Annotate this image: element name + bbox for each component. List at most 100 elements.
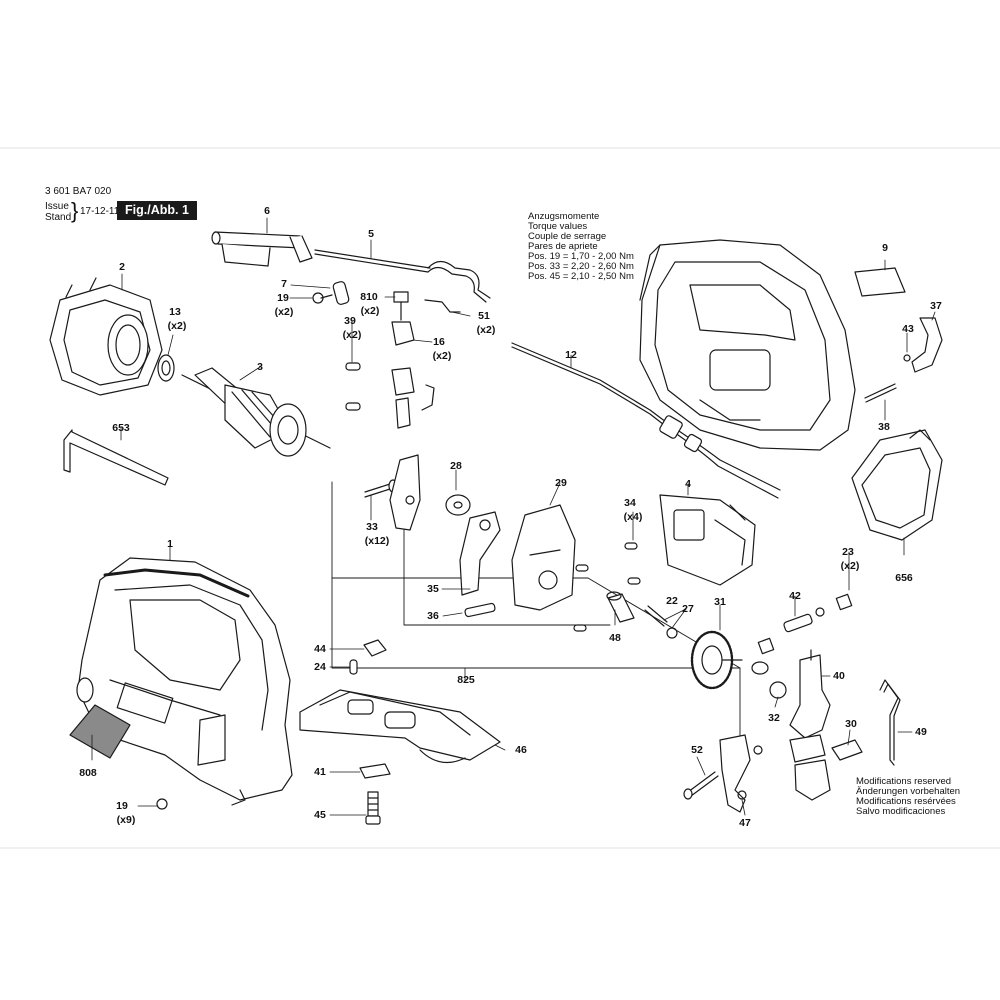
part-52-screw xyxy=(683,771,719,800)
leader-lines xyxy=(91,217,936,816)
part-42-roller xyxy=(757,593,853,655)
part-label-38: 38 xyxy=(878,421,890,433)
figure-badge: Fig./Abb. 1 xyxy=(117,201,197,220)
part-label-19-bottom: 19 xyxy=(116,800,128,812)
part-label-51: 51 xyxy=(478,310,490,322)
part-label-12: 12 xyxy=(565,349,577,361)
part-label-31: 31 xyxy=(714,596,726,608)
part-label-9: 9 xyxy=(882,242,888,254)
part-44-clamp-block xyxy=(363,639,387,657)
part-label-656: 656 xyxy=(895,572,913,584)
part-label-13-qty: (x2) xyxy=(167,320,187,332)
torque-note-line: Pares de apriete xyxy=(528,241,598,252)
part-label-13: 13 xyxy=(169,306,181,318)
doc-number: 3 601 BA7 020 xyxy=(45,186,112,197)
part-label-16-qty: (x2) xyxy=(432,350,452,362)
part-label-40: 40 xyxy=(833,670,845,682)
part-808-rear-cap xyxy=(69,677,131,759)
part-label-33: 33 xyxy=(366,521,378,533)
part-label-34-qty: (x4) xyxy=(623,511,643,523)
part-30-clamp xyxy=(831,739,863,761)
part-label-1: 1 xyxy=(167,538,173,550)
modifications-note-line: Änderungen vorbehalten xyxy=(856,786,961,797)
part-45-screw xyxy=(365,791,381,825)
part-2-field-coil xyxy=(49,277,163,396)
part-653-hex-key xyxy=(63,429,169,486)
part-49-wire-spring xyxy=(879,679,901,766)
part-label-43: 43 xyxy=(902,323,914,335)
part-label-825: 825 xyxy=(457,674,475,686)
part-label-19-qty: (x2) xyxy=(274,306,294,318)
part-40-plunger xyxy=(789,649,831,801)
part-label-45: 45 xyxy=(314,809,326,821)
part-label-22: 22 xyxy=(666,595,678,607)
part-31-gear xyxy=(690,630,743,690)
issue-label: Issue xyxy=(45,201,69,212)
issue-brace: } xyxy=(71,198,79,223)
part-label-3: 3 xyxy=(257,361,263,373)
part-label-810: 810 xyxy=(360,291,378,303)
part-19-screw-top xyxy=(312,292,333,304)
part-label-6: 6 xyxy=(264,205,270,217)
stand-label: Stand xyxy=(45,212,72,223)
part-label-23: 23 xyxy=(842,546,854,558)
modifications-note-line: Modifications resérvées xyxy=(856,796,956,807)
part-label-27: 27 xyxy=(682,603,694,615)
part-label-49: 49 xyxy=(915,726,927,738)
part-19-screw-bottom xyxy=(156,798,168,810)
part-48-sleeve xyxy=(606,591,635,623)
part-label-23-qty: (x2) xyxy=(840,560,860,572)
part-6-bracket-rod xyxy=(211,231,313,267)
part-9-housing-shell xyxy=(639,239,856,451)
part-label-42: 42 xyxy=(789,590,801,602)
part-label-34: 34 xyxy=(624,497,636,509)
part-46-base-plate xyxy=(299,689,501,764)
part-label-47: 47 xyxy=(739,817,751,829)
part-29-back-plate xyxy=(511,504,576,611)
part-7-pin xyxy=(332,281,350,305)
part-label-37: 37 xyxy=(930,300,942,312)
part-label-44: 44 xyxy=(314,643,326,655)
part-37-clip xyxy=(864,317,943,403)
part-22-pin xyxy=(644,605,668,627)
part-47-lever xyxy=(719,734,763,813)
part-label-808: 808 xyxy=(79,767,97,779)
issue-date: 17-12-11 xyxy=(80,206,120,217)
torque-note-line: Pos. 45 = 2,10 - 2,50 Nm xyxy=(528,271,634,282)
part-656-cover xyxy=(851,429,943,541)
part-9-label-plate xyxy=(854,267,906,297)
part-12-cable xyxy=(511,342,781,499)
part-label-19: 19 xyxy=(277,292,289,304)
part-4-switch xyxy=(659,494,756,586)
torque-note-line: Anzugsmomente xyxy=(528,211,600,222)
part-28-plate-bracket xyxy=(389,454,471,531)
part-label-16: 16 xyxy=(433,336,445,348)
part-810-brush-holder xyxy=(391,291,415,429)
modifications-note-line: Modifications reserved xyxy=(856,776,952,787)
torque-note-line: Pos. 19 = 1,70 - 2,00 Nm xyxy=(528,251,634,262)
part-39-springs xyxy=(345,362,361,411)
part-3-armature xyxy=(181,367,331,457)
part-32-bushing xyxy=(751,661,787,699)
part-36-slider xyxy=(464,602,496,618)
torque-note-line: Couple de serrage xyxy=(528,231,607,242)
part-label-5: 5 xyxy=(368,228,374,240)
part-51-terminal xyxy=(421,299,461,411)
part-label-24: 24 xyxy=(314,661,326,673)
part-label-29: 29 xyxy=(555,477,567,489)
assembly-line-825c xyxy=(331,577,741,761)
part-label-48: 48 xyxy=(609,632,621,644)
part-label-35: 35 xyxy=(427,583,439,595)
torque-note-line: Torque values xyxy=(528,221,588,232)
modifications-note-line: Salvo modificaciones xyxy=(856,806,946,817)
part-27-ring xyxy=(666,627,678,639)
torque-note-line: Pos. 33 = 2,20 - 2,60 Nm xyxy=(528,261,634,272)
part-35-guide-plate xyxy=(459,511,501,596)
part-label-30: 30 xyxy=(845,718,857,730)
part-1-main-housing xyxy=(77,557,293,806)
part-label-7: 7 xyxy=(281,278,287,290)
part-5-rod-with-hook xyxy=(314,249,491,303)
part-label-653: 653 xyxy=(112,422,130,434)
part-label-33-qty: (x12) xyxy=(364,535,390,547)
